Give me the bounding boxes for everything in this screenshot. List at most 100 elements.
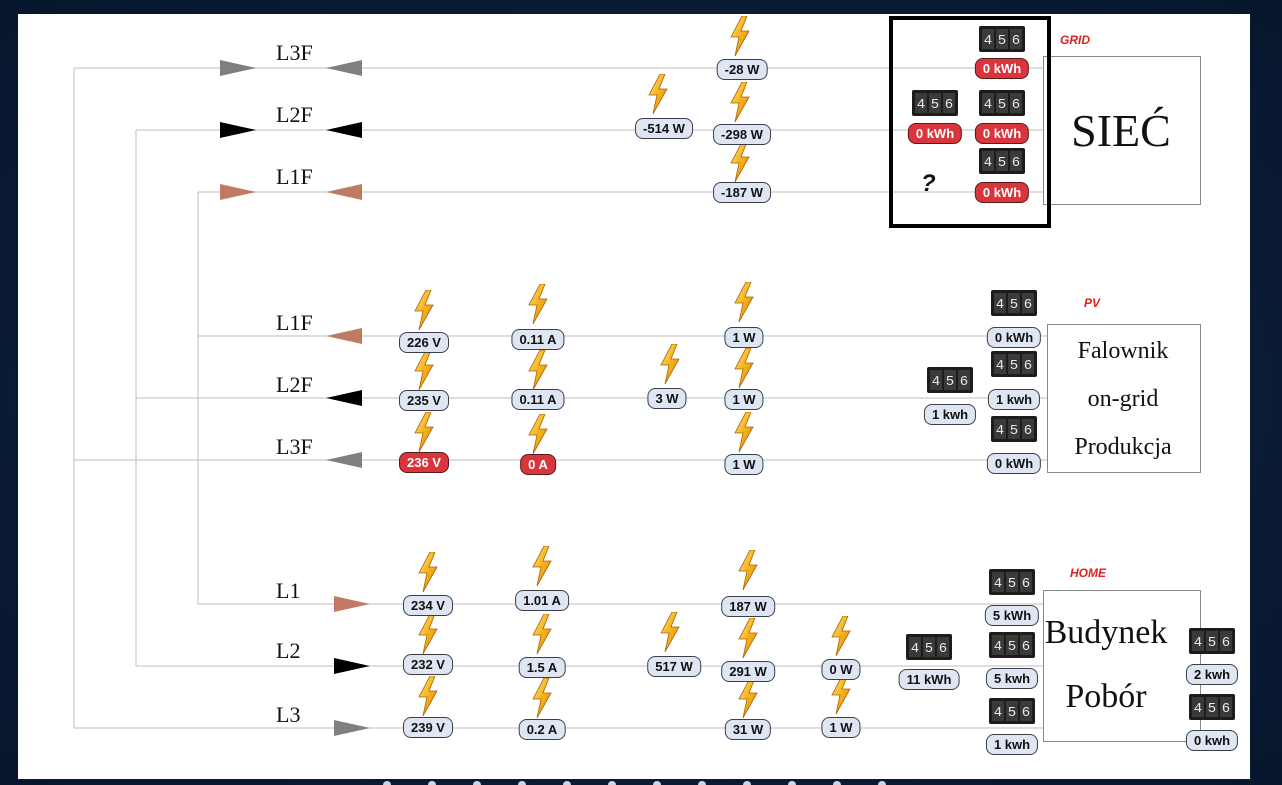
arrow-left-icon — [326, 60, 362, 76]
page-indicator-dots — [383, 781, 886, 785]
pv-box — [1047, 324, 1201, 473]
svg-text:4: 4 — [996, 358, 1004, 374]
svg-text:6: 6 — [939, 641, 947, 657]
value-badge: 0 kWh — [907, 123, 963, 144]
value-badge: 1 kwh — [987, 389, 1041, 410]
phase-label: L3F — [276, 434, 313, 459]
svg-text:4: 4 — [1194, 635, 1202, 651]
wiring-layer — [73, 60, 1048, 736]
value-badge: 517 W — [647, 656, 701, 677]
svg-text:5: 5 — [1008, 705, 1016, 721]
arrow-right-icon — [220, 60, 256, 76]
lightning-bolt-icon — [658, 343, 682, 385]
svg-text:4: 4 — [984, 155, 992, 171]
lightning-bolt-icon — [530, 545, 554, 587]
value-badge: 31 W — [724, 719, 772, 740]
value-badge: 1 kwh — [985, 734, 1039, 755]
svg-text:5: 5 — [946, 374, 954, 390]
svg-text:6: 6 — [1024, 423, 1032, 439]
lightning-bolt-icon — [526, 349, 550, 391]
value-badge: 0 kWh — [974, 182, 1030, 203]
phase-label: L2F — [276, 372, 313, 397]
phase-label: L3 — [276, 702, 301, 727]
phase-label: L1F — [276, 310, 313, 335]
value-badge: 0 W — [821, 659, 861, 680]
value-badge: 239 V — [403, 717, 453, 738]
value-badge: 234 V — [403, 595, 453, 616]
svg-text:4: 4 — [917, 97, 925, 113]
svg-text:5: 5 — [1008, 639, 1016, 655]
svg-text:6: 6 — [1012, 33, 1020, 49]
svg-text:4: 4 — [911, 641, 919, 657]
svg-text:4: 4 — [984, 33, 992, 49]
home-box — [1043, 590, 1201, 742]
lightning-bolt-icon — [530, 677, 554, 719]
lightning-bolt-icon — [732, 411, 756, 453]
lightning-bolt-icon — [416, 551, 440, 593]
value-badge: 0 kWh — [974, 123, 1030, 144]
pv-title-line: Produkcja — [1074, 434, 1172, 460]
value-badge: 5 kWh — [984, 605, 1040, 626]
value-badge: 1 W — [724, 454, 764, 475]
svg-text:6: 6 — [1012, 155, 1020, 171]
svg-text:5: 5 — [1010, 297, 1018, 313]
grid-tag: GRID — [1060, 33, 1090, 47]
value-badge: 291 W — [721, 661, 775, 682]
svg-text:6: 6 — [1024, 358, 1032, 374]
grid-title: SIEĆ — [1071, 105, 1171, 156]
lightning-bolt-icon — [732, 281, 756, 323]
pv-title-line: on-grid — [1087, 386, 1159, 412]
arrow-right-icon — [220, 184, 256, 200]
home-tag: HOME — [1070, 566, 1106, 580]
value-badge: 1.01 A — [515, 590, 569, 611]
value-badge: 232 V — [403, 654, 453, 675]
arrow-left-icon — [326, 184, 362, 200]
unknown-marker: ? — [921, 170, 936, 197]
phase-label: L2F — [276, 102, 313, 127]
value-badge: 0 kWh — [986, 453, 1042, 474]
value-badge: -187 W — [713, 182, 771, 203]
svg-text:6: 6 — [1222, 635, 1230, 651]
svg-text:5: 5 — [1010, 423, 1018, 439]
value-badge: -28 W — [716, 59, 768, 80]
svg-text:4: 4 — [1194, 701, 1202, 717]
phase-label: L1F — [276, 164, 313, 189]
svg-text:5: 5 — [998, 155, 1006, 171]
value-badge: 1 W — [724, 389, 764, 410]
arrow-right-icon — [334, 596, 370, 612]
svg-text:6: 6 — [1022, 576, 1030, 592]
svg-text:4: 4 — [994, 639, 1002, 655]
svg-text:6: 6 — [1012, 97, 1020, 113]
value-badge: 236 V — [399, 452, 449, 473]
arrow-left-icon — [326, 390, 362, 406]
phase-label: L2 — [276, 638, 301, 663]
arrow-left-icon — [326, 122, 362, 138]
lightning-bolt-icon — [412, 349, 436, 391]
svg-text:4: 4 — [996, 297, 1004, 313]
value-badge: 1 W — [821, 717, 861, 738]
pv-tag: PV — [1084, 296, 1101, 310]
svg-text:6: 6 — [1222, 701, 1230, 717]
pv-title-line: Falownik — [1077, 338, 1169, 364]
home-title-line: Pobór — [1065, 678, 1147, 715]
lightning-bolt-icon — [728, 81, 752, 123]
lightning-bolt-icon — [412, 411, 436, 453]
svg-text:5: 5 — [931, 97, 939, 113]
value-badge: 235 V — [399, 390, 449, 411]
svg-text:6: 6 — [1024, 297, 1032, 313]
svg-text:6: 6 — [1022, 639, 1030, 655]
value-badge: 3 W — [647, 388, 687, 409]
svg-text:6: 6 — [960, 374, 968, 390]
arrow-left-icon — [326, 452, 362, 468]
value-badge: 226 V — [399, 332, 449, 353]
arrow-right-icon — [220, 122, 256, 138]
value-badge: -298 W — [713, 124, 771, 145]
